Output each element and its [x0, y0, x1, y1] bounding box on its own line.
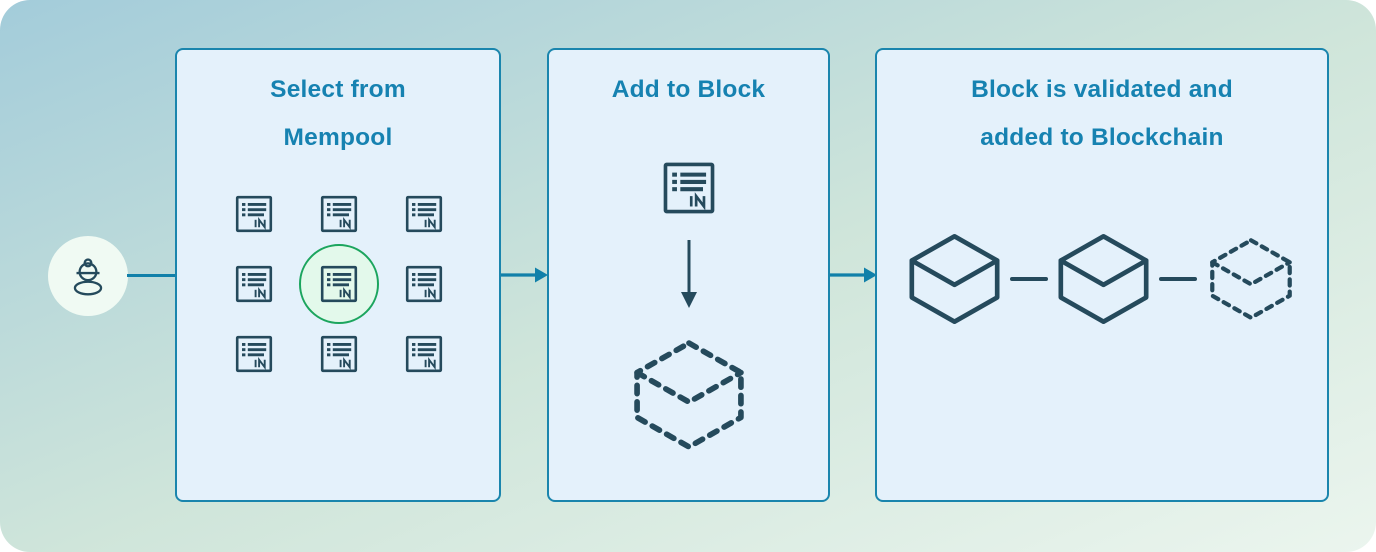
mempool-transaction-grid	[234, 194, 444, 374]
transaction-item	[319, 194, 359, 234]
new-block-dashed-cube-icon	[623, 336, 755, 454]
selected-transaction-item	[299, 244, 379, 324]
step-3-title-line-1: Block is validated and	[971, 76, 1233, 103]
transaction-icon	[234, 334, 274, 374]
transaction-item	[404, 194, 444, 234]
transaction-icon	[319, 264, 359, 304]
down-arrow-icon	[680, 240, 697, 308]
transaction-icon	[234, 194, 274, 234]
block-connector	[1010, 276, 1048, 282]
miner-avatar	[48, 236, 128, 316]
block-cube-icon	[906, 229, 1003, 329]
transaction-icon	[319, 334, 359, 374]
panel-select-from-mempool: Select from Mempool	[175, 48, 501, 502]
transaction-icon	[404, 194, 444, 234]
transaction-item	[234, 194, 274, 234]
flow-arrow-step1-to-step2	[500, 267, 548, 283]
transaction-item	[234, 334, 274, 374]
block-connector	[1159, 276, 1197, 282]
panel-add-to-block: Add to Block	[547, 48, 830, 502]
miner-connector-line	[127, 274, 176, 277]
step-3-title: Block is validated and added to Blockcha…	[942, 66, 1262, 162]
transaction-item	[404, 334, 444, 374]
step-1-title-line-1: Select from	[270, 76, 406, 103]
panel-validated-blockchain: Block is validated and added to Blockcha…	[875, 48, 1329, 502]
step-2-title-line-1: Add to Block	[611, 76, 766, 103]
transaction-icon	[404, 334, 444, 374]
pending-block-dashed-cube-icon	[1204, 235, 1298, 323]
transaction-icon	[319, 194, 359, 234]
step-2-title: Add to Block	[549, 66, 828, 114]
transaction-icon	[234, 264, 274, 304]
transaction-item	[234, 264, 274, 304]
block-cube-icon	[1055, 229, 1152, 329]
miner-icon	[65, 253, 111, 299]
step-1-title-line-2: Mempool	[283, 124, 393, 151]
transaction-icon	[661, 160, 717, 216]
flow-arrow-step2-to-step3	[829, 267, 877, 283]
step-3-title-line-2: added to Blockchain	[980, 124, 1224, 151]
transaction-item	[404, 264, 444, 304]
step-1-title: Select from Mempool	[228, 66, 448, 162]
transaction-item	[319, 334, 359, 374]
blockchain-row	[877, 229, 1327, 329]
transaction-icon	[404, 264, 444, 304]
